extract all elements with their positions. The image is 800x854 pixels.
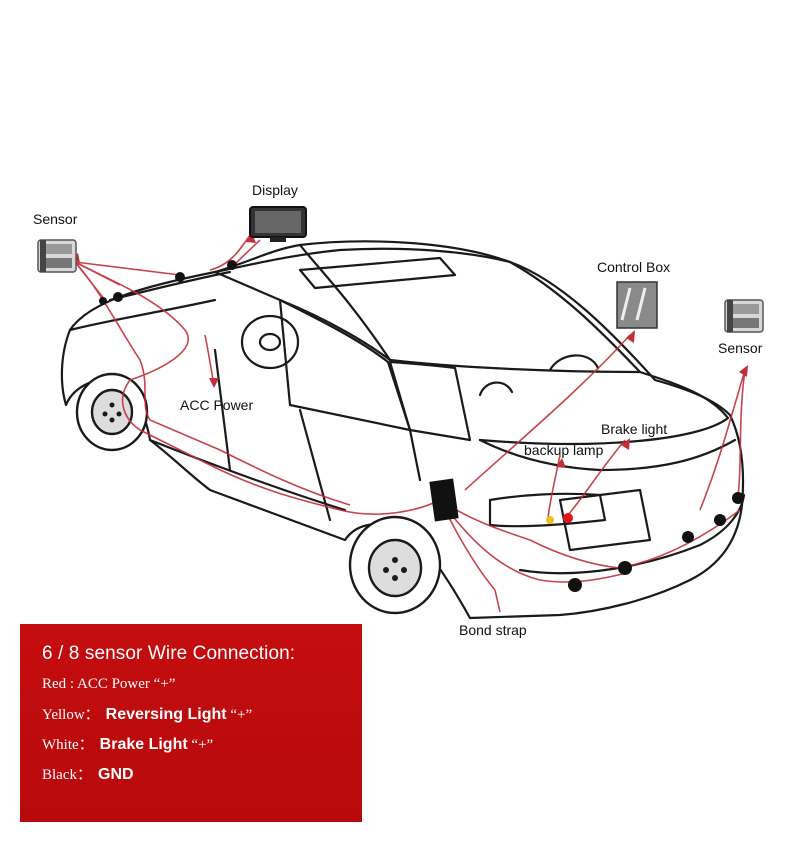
steering-wheel (242, 316, 298, 368)
wire-connection-panel: 6 / 8 sensor Wire Connection: Red : ACC … (20, 624, 362, 822)
sensor-icon-right (725, 300, 763, 332)
wire-row-yellow: Yellow：Reversing Light “+” (42, 703, 252, 724)
wire-acc (205, 335, 214, 385)
control-box-in-car (429, 479, 458, 522)
label-display: Display (252, 182, 298, 198)
label-brake-light: Brake light (601, 421, 667, 437)
control-box-icon (617, 282, 657, 328)
label-control-box: Control Box (597, 259, 670, 275)
wire-row-red: Red : ACC Power “+” (42, 675, 175, 693)
roof-line (215, 249, 510, 272)
sensor-icon-left (38, 240, 76, 272)
brake-lamp-dot (563, 513, 573, 523)
label-sensor-rear: Sensor (718, 340, 762, 356)
label-acc-power: ACC Power (180, 397, 253, 413)
wire-row-white: White：Brake Light “+” (42, 733, 213, 754)
display-icon (250, 207, 306, 242)
label-sensor-front: Sensor (33, 211, 77, 227)
rear-bumper (520, 495, 744, 573)
panel-title: 6 / 8 sensor Wire Connection: (42, 643, 295, 665)
wire-bond (495, 590, 500, 612)
wire-row-black: Black：GND (42, 763, 134, 784)
front-wheel (77, 374, 147, 450)
rear-wheel (350, 517, 440, 613)
seat-2 (550, 355, 598, 370)
wire-control (465, 335, 630, 490)
label-backup-lamp: backup lamp (524, 442, 603, 458)
seat-1 (480, 383, 512, 395)
trunk-edge (480, 440, 735, 470)
backup-lamp-dot (546, 516, 554, 524)
label-bond-strap: Bond strap (459, 622, 527, 638)
